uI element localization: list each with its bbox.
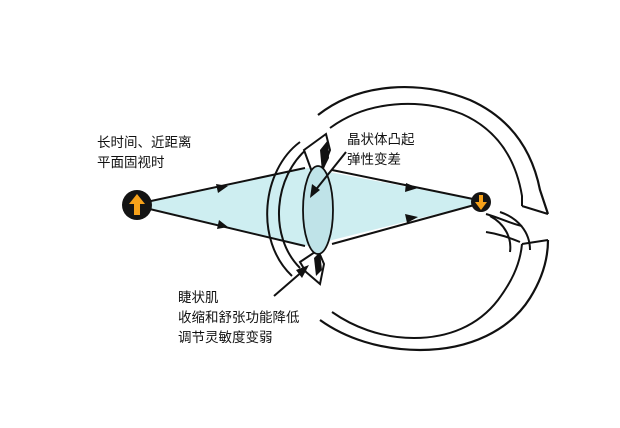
arrow-down-icon	[471, 192, 491, 212]
lens-line2: 弹性变差	[347, 152, 401, 168]
cornea-inner	[277, 147, 309, 269]
ray-arrowheads	[216, 183, 418, 229]
optic-nerve-back	[489, 211, 531, 253]
arrow-up-icon	[122, 190, 152, 220]
sclera-outer	[317, 86, 550, 352]
ciliary-muscle-line2: 收缩和舒张功能降低	[178, 310, 300, 326]
iris-bottom-detail	[314, 252, 322, 276]
viewing-habit-line1: 长时间、近距离	[97, 135, 192, 151]
pointer-arrowheads	[296, 184, 320, 278]
crystalline-lens	[302, 165, 334, 255]
ciliary-muscle-line3: 调节灵敏度变弱	[178, 330, 273, 346]
sclera-inner	[329, 102, 523, 340]
iris-top-detail	[320, 140, 329, 172]
pointer-lines	[273, 151, 347, 297]
viewing-habit-label: 长时间、近距离 平面固视时	[97, 133, 192, 173]
viewing-habit-line2: 平面固视时	[97, 155, 165, 171]
lens-label: 晶状体凸起 弹性变差	[347, 130, 415, 170]
ciliary-muscle-label: 睫状肌 收缩和舒张功能降低 调节灵敏度变弱	[178, 288, 300, 348]
cornea	[266, 141, 301, 277]
lens-line1: 晶状体凸起	[347, 132, 415, 148]
ciliary-muscle-line1: 睫状肌	[178, 290, 219, 306]
optic-nerve	[485, 205, 549, 245]
